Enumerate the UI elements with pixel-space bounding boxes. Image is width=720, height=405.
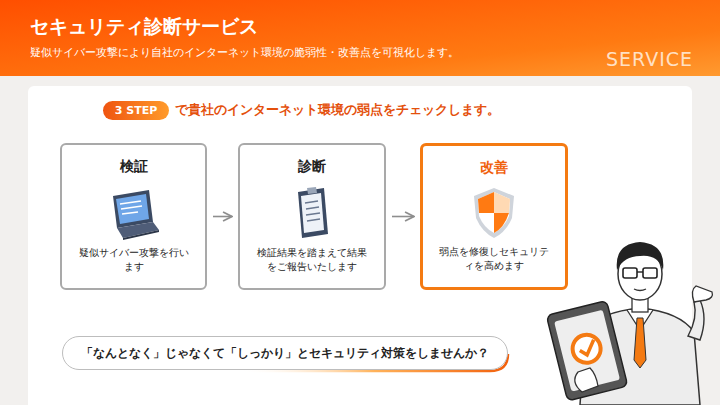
- message-band: 「なんとなく」じゃなくて「しっかり」とセキュリティ対策をしませんか？: [62, 336, 508, 370]
- process-box: 診断検証結果を踏まえて結果をご報告いたします: [238, 143, 386, 290]
- step-heading: 検証: [120, 158, 148, 175]
- shield-icon: [474, 188, 514, 238]
- process-box: 改善弱点を修復しセキュリティを高めます: [420, 143, 568, 290]
- badge-text: 3 STEP: [115, 105, 158, 116]
- step-description: 疑似サイバー攻撃を行います: [78, 246, 190, 274]
- presenter: [546, 242, 712, 405]
- message-text: 「なんとなく」じゃなくて「しっかり」とセキュリティ対策をしませんか？: [81, 346, 489, 361]
- laptop-icon: [113, 190, 159, 240]
- watermark: SERVICE: [606, 48, 693, 70]
- flow-arrow: [213, 216, 232, 218]
- header-bar: [0, 0, 720, 76]
- step-description: 弱点を修復しセキュリティを高めます: [438, 245, 550, 273]
- subtitle: 疑似サイバー攻撃により自社のインターネット環境の脆弱性・改善点を可視化します。: [30, 46, 459, 60]
- clipboard-icon: [298, 187, 328, 238]
- step-heading: 改善: [480, 159, 508, 176]
- process-box: 検証疑似サイバー攻撃を行います: [60, 143, 207, 290]
- page-title: セキュリティ診断サービス: [30, 14, 258, 40]
- content-panel: [28, 86, 692, 405]
- flow-arrow: [392, 216, 414, 218]
- step-description: 検証結果を踏まえて結果をご報告いたします: [256, 246, 368, 274]
- step-heading: 診断: [298, 158, 326, 175]
- step-badge: 3 STEP: [103, 101, 169, 120]
- lead-text: で貴社のインターネット環境の弱点をチェックします。: [175, 102, 500, 119]
